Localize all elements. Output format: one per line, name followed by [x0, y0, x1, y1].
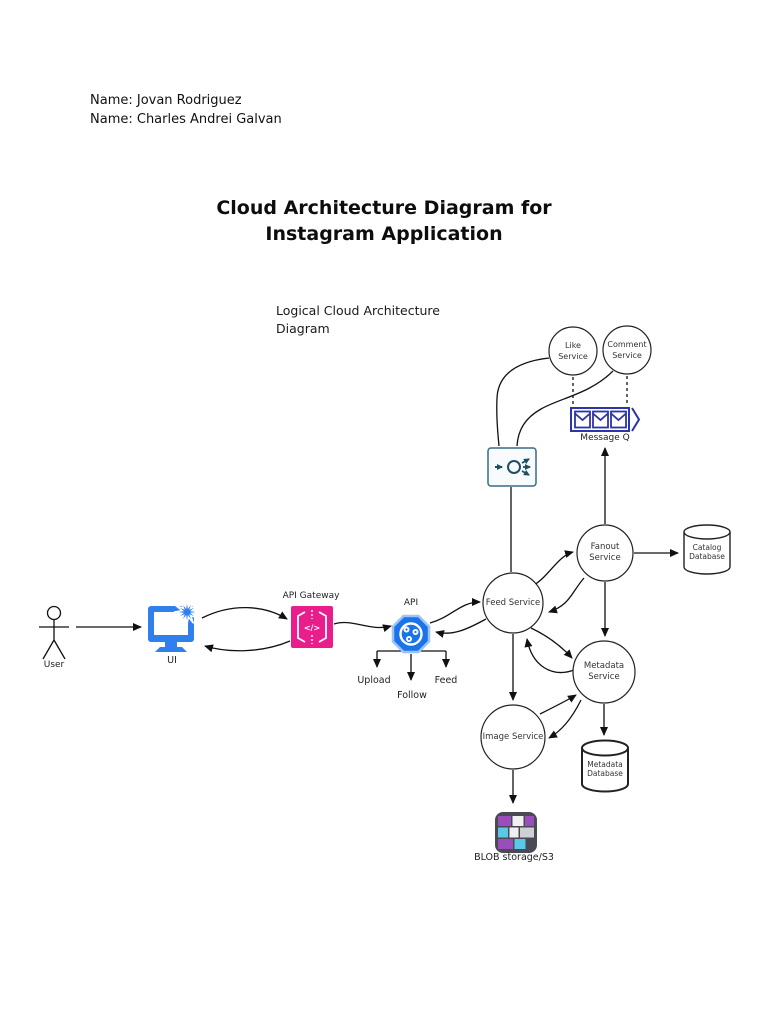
pubsub-out-arrow-1	[521, 458, 530, 465]
queue-chevron	[631, 407, 641, 432]
image-service-circle	[480, 704, 546, 770]
arrow-api-to-feed-service	[429, 598, 481, 624]
arrow-metadata-to-image	[548, 699, 582, 739]
blob-storage-icon	[495, 812, 537, 853]
blob-block	[498, 827, 508, 838]
like-service-circle	[548, 326, 598, 376]
blob-block	[498, 816, 511, 826]
arrow-feed-to-metadata	[530, 627, 573, 659]
metadata-service-circle	[572, 640, 636, 704]
api-label: API	[403, 598, 419, 608]
arrow-feed-to-fanout	[533, 550, 574, 586]
gateway-code-glyph: </>	[304, 624, 320, 633]
starburst-icon	[173, 598, 201, 626]
page-title-line1: Cloud Architecture Diagram for	[216, 197, 552, 219]
gateway-left-bracket	[297, 611, 306, 643]
api-octagon-icon	[391, 614, 431, 654]
author-names: Name: Jovan Rodriguez Name: Charles Andr…	[90, 91, 282, 129]
blob-block	[509, 827, 519, 838]
user-actor-icon	[39, 605, 69, 660]
comment-service-circle	[602, 325, 652, 375]
metadata-service-label: Metadata Service	[583, 661, 625, 682]
monitor-base	[155, 647, 187, 652]
fanout-service-circle	[576, 524, 634, 582]
user-label: User	[43, 660, 65, 670]
image-service-label: Image Service	[482, 731, 544, 742]
fanout-service-label: Fanout Service	[589, 542, 621, 563]
upload-label: Upload	[357, 675, 391, 686]
page-title-line2: Instagram Application	[265, 223, 503, 245]
comment-service-label: Comment Service	[607, 340, 647, 360]
cylinder-top	[683, 524, 731, 540]
gateway-right-bracket	[318, 611, 327, 643]
api-gateway-label: API Gateway	[282, 591, 340, 601]
message-q-label: Message Q	[580, 433, 630, 443]
catalog-database-cylinder	[683, 524, 731, 575]
ui-label: UI	[167, 655, 177, 666]
actor-body	[39, 620, 69, 660]
blob-block	[498, 839, 513, 849]
connectors	[76, 357, 679, 804]
feed-service-circle	[482, 572, 544, 634]
api-gateway-icon: </>	[291, 606, 333, 648]
arrow-gateway-to-api	[333, 621, 392, 633]
blob-block	[514, 839, 526, 849]
follow-label: Follow	[397, 690, 427, 701]
blob-block	[525, 816, 534, 826]
line-comment-service-to-fanoutbox	[516, 370, 614, 447]
message-queue-icon	[570, 407, 641, 432]
author-name-2: Name: Charles Andrei Galvan	[90, 112, 282, 127]
blob-block	[512, 816, 524, 826]
like-service-label: Like Service	[558, 341, 588, 361]
blob-storage-label: BLOB storage/S3	[474, 852, 554, 863]
arrow-fanout-to-feed	[548, 577, 585, 614]
feed-service-label: Feed Service	[485, 597, 541, 608]
diagram-caption: Logical Cloud Architecture Diagram	[276, 303, 440, 336]
cylinder-top	[581, 739, 629, 757]
ui-monitor-icon	[148, 598, 201, 652]
catalog-database-label: Catalog Database	[689, 542, 725, 562]
author-name-1: Name: Jovan Rodriguez	[90, 93, 242, 108]
arrow-metadata-to-feed	[524, 638, 575, 674]
monitor-neck	[165, 642, 177, 647]
arrow-ui-to-gateway	[201, 606, 288, 620]
arrow-image-to-metadata	[539, 694, 577, 715]
pubsub-fanout-icon	[487, 447, 537, 487]
arrow-feed-service-to-api	[435, 618, 487, 638]
metadata-database-cylinder	[581, 739, 629, 793]
api-ring	[399, 622, 423, 646]
metadata-database-label: Metadata Database	[587, 759, 623, 779]
actor-head	[46, 605, 62, 621]
arrow-gateway-to-ui	[204, 640, 291, 653]
pubsub-out-arrow-3	[521, 469, 530, 476]
pubsub-hub	[507, 460, 521, 474]
page-title: Cloud Architecture Diagram for Instagram…	[0, 195, 768, 247]
feed-label: Feed	[434, 675, 458, 686]
blob-block	[520, 827, 534, 838]
service-circles	[480, 325, 652, 770]
line-like-service-to-fanoutbox	[496, 357, 550, 447]
